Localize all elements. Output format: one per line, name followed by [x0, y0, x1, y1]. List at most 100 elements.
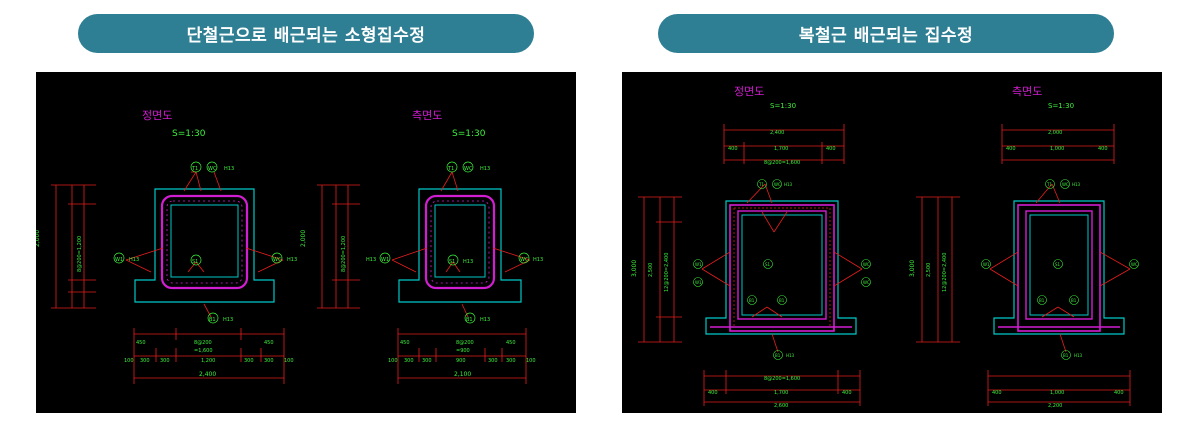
- svg-text:T1: T1: [758, 182, 764, 187]
- svg-text:400: 400: [842, 390, 852, 396]
- svg-text:H13: H13: [533, 257, 543, 263]
- svg-text:100: 100: [284, 358, 294, 364]
- svg-text:400: 400: [1114, 390, 1124, 396]
- svg-text:H13: H13: [480, 166, 490, 172]
- side-rebar-callout-s1: S1 H13: [447, 254, 473, 266]
- left-cad-svg: 정면도 S=1:30 측면도 S=1:30: [36, 109, 543, 384]
- svg-text:T1: T1: [447, 166, 454, 172]
- svg-text:400: 400: [992, 390, 1002, 396]
- svg-text:WC: WC: [520, 257, 529, 263]
- svg-text:W1: W1: [695, 262, 702, 267]
- svg-text:B1: B1: [775, 353, 781, 358]
- svg-text:B1: B1: [749, 298, 755, 303]
- svg-text:1,000: 1,000: [1050, 390, 1064, 396]
- svg-text:450: 450: [506, 340, 516, 346]
- left-cad-drawing: 정면도 S=1:30 측면도 S=1:30: [36, 72, 576, 413]
- svg-text:W1: W1: [381, 257, 389, 263]
- svg-text:H13: H13: [480, 317, 490, 323]
- svg-text:H13: H13: [366, 257, 376, 263]
- svg-text:12@200=2,400: 12@200=2,400: [942, 253, 948, 292]
- svg-text:8@200=1,200: 8@200=1,200: [341, 236, 347, 272]
- right-cad-drawing: 정면도 S=1:30 측면도 S=1:30: [622, 72, 1162, 413]
- svg-text:900: 900: [456, 358, 466, 364]
- svg-text:300: 300: [264, 358, 274, 364]
- svg-text:2,500: 2,500: [926, 263, 932, 277]
- rebar-callout-s1: S1: [190, 254, 202, 266]
- left-section-title: 단철근으로 배근되는 소형집수정: [78, 14, 534, 53]
- side-rebar-callout-t1: T1 WC H13: [446, 161, 490, 173]
- rebar-callout-wc: WC H13: [271, 252, 297, 264]
- rebar-callout-t1: T1 WC H13: [190, 161, 234, 173]
- svg-text:300: 300: [404, 358, 414, 364]
- svg-text:1,700: 1,700: [774, 146, 788, 152]
- svg-text:H13: H13: [287, 257, 297, 263]
- svg-text:300: 300: [160, 358, 170, 364]
- svg-text:W1: W1: [115, 257, 123, 263]
- svg-text:400: 400: [708, 390, 718, 396]
- svg-text:S1: S1: [192, 259, 198, 265]
- svg-text:450: 450: [400, 340, 410, 346]
- svg-text:WC: WC: [863, 280, 870, 285]
- svg-text:S1: S1: [1055, 262, 1061, 267]
- svg-text:3,000: 3,000: [909, 260, 916, 277]
- rebar-callout-group: T1 WC H13 W1 W1 WC WC S1 B1 B1 B1 H13: [693, 179, 871, 360]
- svg-text:2,200: 2,200: [1048, 403, 1062, 409]
- side-view-title: 측면도: [1012, 85, 1042, 98]
- front-view-title: 정면도: [734, 85, 764, 98]
- svg-text:WC: WC: [863, 262, 870, 267]
- rebar-callout-w1: W1 H13: [113, 252, 139, 264]
- side-rebar-callout-w1: W1 H13: [366, 252, 391, 264]
- svg-text:8@200=1,600: 8@200=1,600: [764, 376, 800, 382]
- svg-text:2,100: 2,100: [454, 371, 471, 378]
- svg-text:H13: H13: [786, 353, 795, 358]
- svg-text:WC: WC: [464, 166, 473, 172]
- svg-text:B1: B1: [209, 317, 216, 323]
- right-cad-svg: 정면도 S=1:30 측면도 S=1:30: [631, 85, 1139, 409]
- svg-text:WC: WC: [208, 166, 217, 172]
- svg-text:S1: S1: [765, 262, 771, 267]
- svg-text:1,700: 1,700: [774, 390, 788, 396]
- svg-text:B1: B1: [1063, 353, 1069, 358]
- svg-text:8@200=1,600: 8@200=1,600: [764, 160, 800, 166]
- front-view-title: 정면도: [142, 109, 172, 122]
- svg-text:B1: B1: [1039, 298, 1045, 303]
- svg-text:8@200: 8@200: [194, 340, 212, 346]
- front-view-scale: S=1:30: [172, 129, 206, 139]
- svg-text:400: 400: [1006, 146, 1016, 152]
- svg-text:2,000: 2,000: [36, 230, 41, 247]
- svg-text:3,000: 3,000: [631, 260, 638, 277]
- svg-text:B1: B1: [779, 298, 785, 303]
- svg-text:2,400: 2,400: [770, 130, 784, 136]
- svg-text:300: 300: [422, 358, 432, 364]
- right-section-title: 복철근 배근되는 집수정: [658, 14, 1114, 53]
- svg-text:S1: S1: [449, 259, 455, 265]
- front-view-section: T1 WC H13 W1 H13 WC H13 S1 B1 H13 2,000 …: [36, 161, 297, 384]
- svg-text:100: 100: [388, 358, 398, 364]
- side-rebar-callout-wc: WC H13: [518, 252, 543, 264]
- side-rebar-callout-b1: B1 H13: [464, 312, 490, 324]
- svg-text:8@200: 8@200: [456, 340, 474, 346]
- rebar-callout-b1: B1 H13: [207, 312, 233, 324]
- svg-text:B1: B1: [1071, 298, 1077, 303]
- side-view-section: T1 WC H13 W1 H13 WC H13 S1 H13 B1 H13 2,…: [300, 161, 543, 384]
- side-view-section: 2,000 1,000 400 400 1,000 400 400 2,200 …: [909, 124, 1139, 409]
- svg-text:T1: T1: [1046, 182, 1052, 187]
- svg-text:H13: H13: [463, 259, 473, 265]
- front-view-section: 2,400 1,700 400 400 8@200=1,600 8@200=1,…: [631, 124, 871, 409]
- svg-text:=1,600: =1,600: [194, 348, 213, 354]
- svg-text:100: 100: [526, 358, 536, 364]
- svg-text:W1: W1: [695, 280, 702, 285]
- svg-text:H13: H13: [224, 166, 234, 172]
- svg-text:8@200=1,200: 8@200=1,200: [77, 236, 83, 272]
- svg-text:2,600: 2,600: [774, 403, 788, 409]
- svg-text:2,500: 2,500: [648, 263, 654, 277]
- side-view-scale: S=1:30: [1048, 102, 1074, 110]
- svg-text:H13: H13: [1072, 182, 1081, 187]
- svg-text:WC: WC: [774, 182, 781, 187]
- svg-text:2,000: 2,000: [1048, 130, 1062, 136]
- svg-text:B1: B1: [466, 317, 473, 323]
- svg-text:2,000: 2,000: [300, 230, 307, 247]
- svg-text:1,000: 1,000: [1050, 146, 1064, 152]
- svg-text:300: 300: [244, 358, 254, 364]
- svg-text:WC: WC: [1131, 262, 1138, 267]
